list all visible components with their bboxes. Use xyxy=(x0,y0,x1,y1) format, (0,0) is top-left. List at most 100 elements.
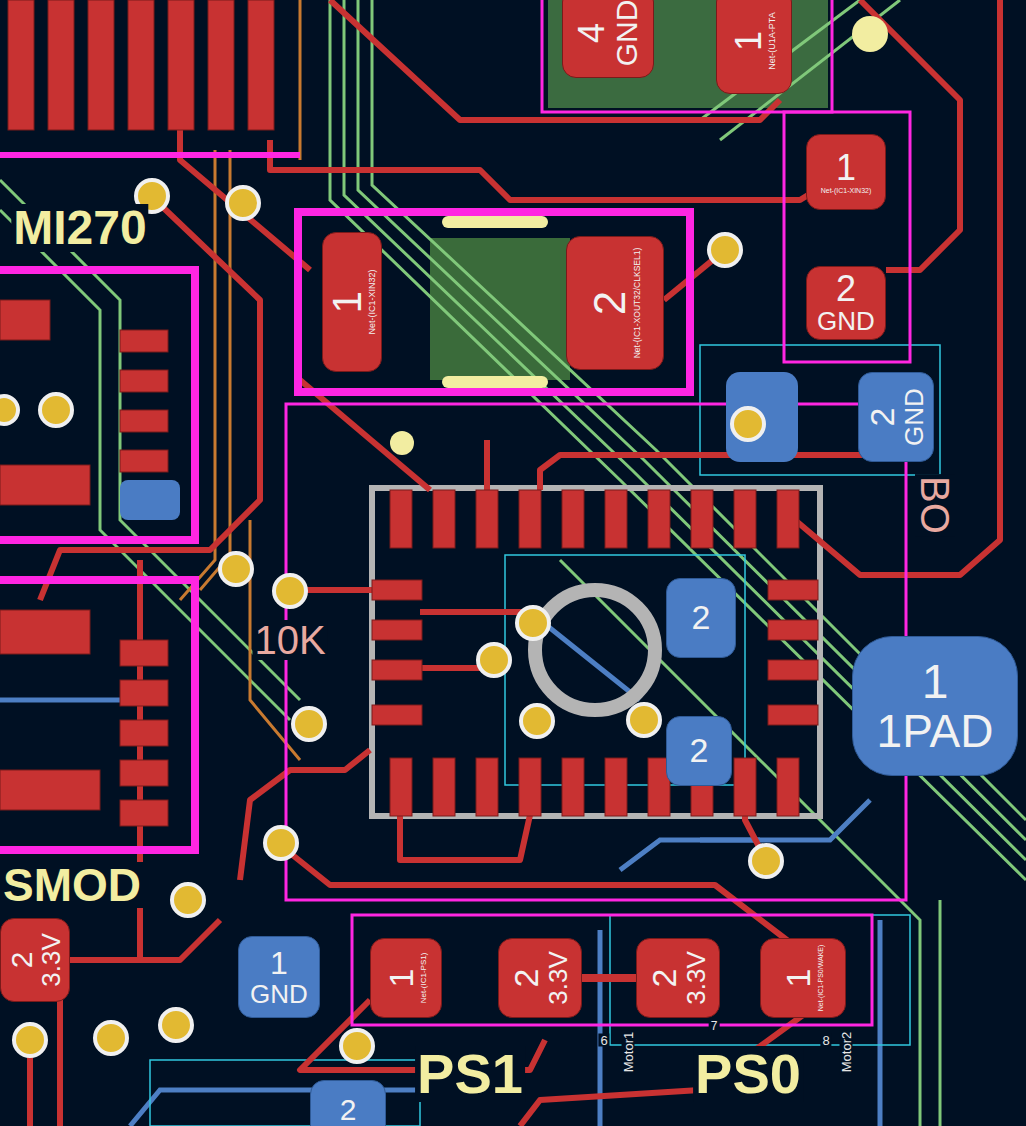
silk-dot xyxy=(390,16,888,455)
net-name: 3.3V xyxy=(682,951,709,1005)
smd-pad xyxy=(372,705,422,725)
silkscreen xyxy=(535,590,655,710)
smd-pad xyxy=(691,490,713,548)
smd-pad xyxy=(433,758,455,816)
pad: 2GND xyxy=(806,266,886,340)
pad-text-group: 1Net-(IC1-PS1) xyxy=(384,953,428,1004)
orange-trace xyxy=(299,0,302,160)
front-trace xyxy=(240,750,370,880)
via xyxy=(521,705,553,737)
back-trace xyxy=(0,620,880,1126)
net-name: 3.3V xyxy=(544,951,571,1005)
pad: 1Net-(IC1-XIN32) xyxy=(806,134,886,210)
smd-pad xyxy=(768,620,818,640)
smd-pad xyxy=(8,0,34,130)
front-trace xyxy=(300,380,430,490)
pad: 2Net-(IC1-XOUT32/CLKSEL1) xyxy=(566,236,664,370)
pad-number: 2 xyxy=(690,733,709,769)
smd-pad xyxy=(433,490,455,548)
net-name: Net-(U1A-PTA xyxy=(768,12,777,69)
pad: 2 xyxy=(666,716,732,786)
smd-pad xyxy=(120,800,168,826)
front-trace xyxy=(30,0,1000,1126)
net-name: GND xyxy=(250,980,308,1007)
silkscreen-label: BO xyxy=(915,474,955,536)
courtyard xyxy=(0,152,300,158)
via xyxy=(478,644,510,676)
net-name: Net-(IC1-PS0/WAKE) xyxy=(817,945,824,1012)
pad-number: 1 xyxy=(836,149,856,187)
silkscreen-label: SMOD xyxy=(1,862,143,908)
silkscreen-label: Motor2 xyxy=(840,1030,853,1074)
courtyard xyxy=(784,112,910,362)
silkscreen-label: PS1 xyxy=(415,1046,525,1102)
inner-trace xyxy=(939,900,942,1126)
pad-text-group: 2 xyxy=(692,600,711,636)
via xyxy=(750,845,782,877)
silkscreen xyxy=(300,230,820,816)
board-outline xyxy=(505,555,745,785)
silkscreen-label: 6 xyxy=(598,1034,609,1047)
pad-text-group: 2GND xyxy=(817,270,875,335)
smd-pad xyxy=(120,450,168,472)
orange-trace xyxy=(200,150,230,590)
front-trace xyxy=(484,440,490,490)
via xyxy=(341,1030,373,1062)
smd-pad xyxy=(562,490,584,548)
pad-text-group: 23.3V xyxy=(6,933,65,987)
silkscreen xyxy=(372,488,820,816)
board-outline xyxy=(150,345,940,1126)
smd-pad xyxy=(372,580,422,600)
pad: 2 xyxy=(666,578,736,658)
via xyxy=(40,394,72,426)
smd-pad xyxy=(476,490,498,548)
smd-pad xyxy=(0,770,100,810)
pad-number: 2 xyxy=(340,1094,357,1126)
copper-trace xyxy=(582,974,636,982)
back-trace xyxy=(0,698,120,703)
smd-pad xyxy=(120,720,168,746)
front-trace xyxy=(400,815,530,860)
smd-pad xyxy=(519,758,541,816)
smd-pad xyxy=(0,610,90,654)
silk-dot xyxy=(390,431,414,455)
via xyxy=(628,704,660,736)
via xyxy=(220,553,252,585)
net-name: Net-(IC1-PS1) xyxy=(420,953,428,1004)
smd-pad xyxy=(248,0,274,130)
pad-text-group: 2GND xyxy=(865,388,928,446)
smd-pad xyxy=(0,0,818,826)
silkscreen-label: Motor1 xyxy=(622,1030,635,1074)
front-trace xyxy=(795,0,1000,575)
pad-number: 2 xyxy=(6,952,38,969)
copper-zone xyxy=(430,0,828,380)
pad-text-group: 1Net-(IC1-PS0/WAKE) xyxy=(781,945,824,1012)
pad-number: 2 xyxy=(647,969,683,988)
net-name: GND xyxy=(611,0,643,66)
pad-text-group: 11PAD xyxy=(877,657,994,756)
smd-pad xyxy=(390,758,412,816)
inner-trace xyxy=(330,0,1026,880)
inner-trace xyxy=(358,0,1026,840)
via xyxy=(227,187,259,219)
smd-pad xyxy=(120,640,168,666)
smd-pad xyxy=(120,760,168,786)
front-trace xyxy=(280,845,800,950)
pad: 1Net-(IC1-PS1) xyxy=(370,938,442,1018)
smd-pad xyxy=(768,660,818,680)
smd-pad xyxy=(0,465,90,505)
via xyxy=(517,607,549,639)
back-trace xyxy=(620,840,760,870)
pad-text-group: 2 xyxy=(690,733,709,769)
via xyxy=(732,408,764,440)
smd-pad xyxy=(88,0,114,130)
silkscreen-label: 8 xyxy=(820,1034,831,1047)
pad-text-group: 2 xyxy=(340,1094,357,1126)
silkscreen-label: 10K xyxy=(252,620,327,660)
smd-pad xyxy=(605,758,627,816)
back-trace xyxy=(878,920,883,1126)
